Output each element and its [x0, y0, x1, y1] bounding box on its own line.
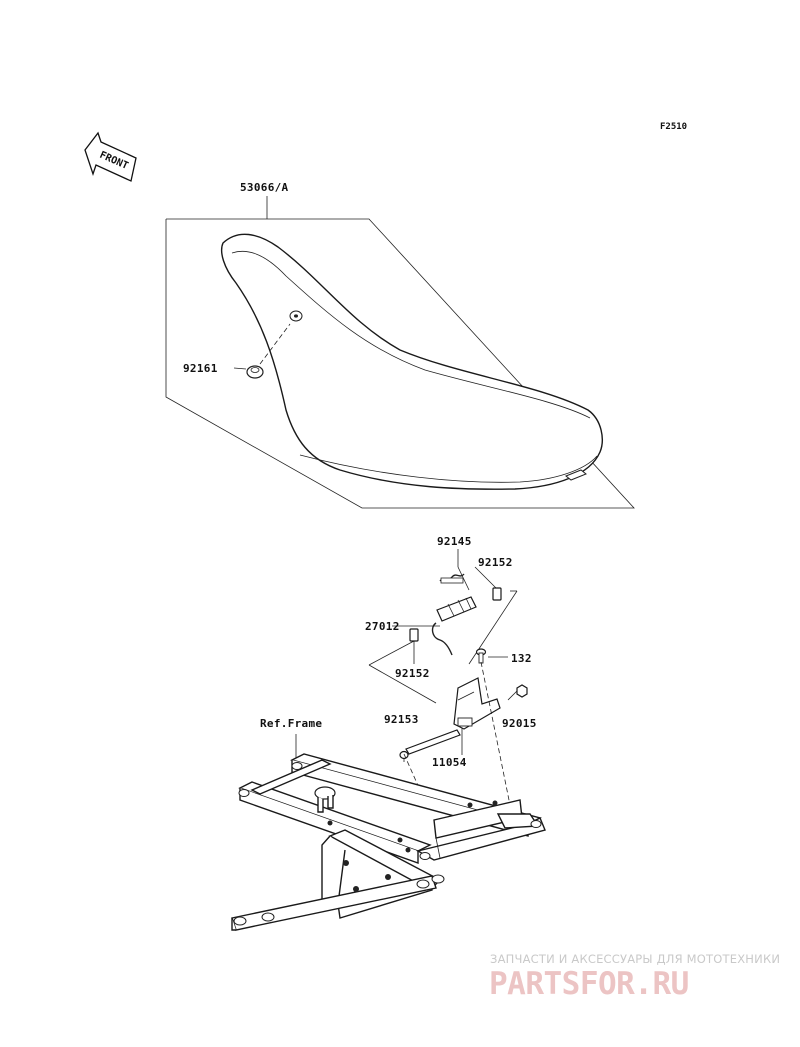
- label-ref-frame: Ref.Frame: [260, 717, 322, 730]
- label-92152-upper: 92152: [478, 556, 513, 569]
- lock-leader-lines: [368, 549, 519, 762]
- seat-lock-27012: [431, 596, 477, 656]
- watermark-logo: PARTSFOR.RU: [489, 966, 689, 1002]
- label-92153: 92153: [384, 713, 419, 726]
- bolt-132: [475, 648, 487, 664]
- shaft-92153: [399, 729, 461, 760]
- label-11054: 11054: [432, 756, 467, 769]
- figure-code: F2510: [660, 122, 687, 132]
- frame: [231, 661, 546, 931]
- spring-92145: [439, 573, 465, 584]
- collar-92152-upper: [492, 587, 502, 601]
- label-92015: 92015: [502, 717, 537, 730]
- label-132: 132: [511, 652, 532, 665]
- label-27012: 27012: [365, 620, 400, 633]
- grommet-92161: [233, 323, 291, 379]
- label-92161: 92161: [183, 362, 218, 375]
- label-92145: 92145: [437, 535, 472, 548]
- label-53066a: 53066/A: [240, 181, 289, 194]
- collar-92152-lower: [409, 628, 419, 642]
- seat-group-box: [165, 196, 635, 509]
- seat: [220, 233, 603, 490]
- bracket-11054: [453, 677, 501, 730]
- nut-92015: [516, 684, 528, 698]
- front-arrow-icon: FRONT: [84, 131, 137, 182]
- watermark-caption: ЗАПЧАСТИ И АКСЕССУАРЫ ДЛЯ МОТОТЕХНИКИ: [490, 952, 781, 966]
- label-92152-lower: 92152: [395, 667, 430, 680]
